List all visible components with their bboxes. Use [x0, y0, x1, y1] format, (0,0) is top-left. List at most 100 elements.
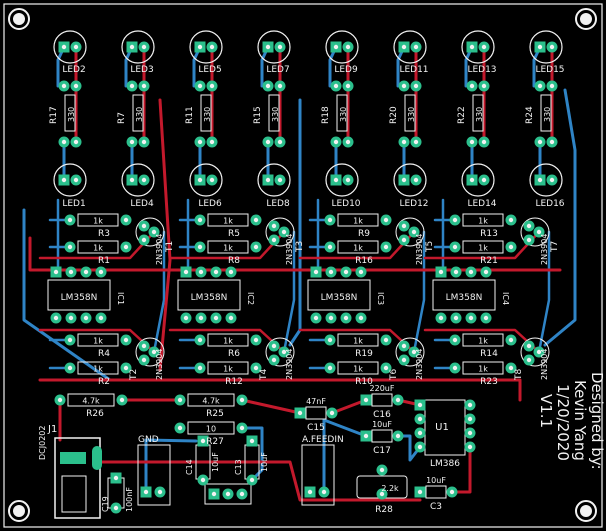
lm386-pad: [414, 413, 426, 425]
resistor-column-label: R15: [253, 106, 263, 124]
transistor-pad: [533, 226, 545, 238]
led-pad: [274, 174, 286, 186]
resistor-column-label: R7: [117, 112, 127, 124]
resistor-pad: [120, 241, 132, 253]
resistor-outline: [404, 94, 416, 132]
board-outline: [3, 3, 603, 528]
led-pad: [478, 174, 490, 186]
led-top-label: LED15: [535, 65, 564, 75]
led-pad: [410, 174, 422, 186]
transistor-ref: T7: [550, 241, 560, 253]
opamp-ref: IC4: [501, 292, 510, 305]
opamp-ref: IC2: [246, 292, 255, 305]
led-pad: [70, 41, 82, 53]
led-pad: [126, 41, 138, 53]
c15-pad: [294, 407, 306, 419]
u1-pad: [222, 488, 234, 500]
resistor-column-label: R18: [321, 106, 331, 124]
resistor-pad: [126, 80, 138, 92]
led-pad: [70, 174, 82, 186]
c15-outline: [305, 406, 327, 420]
resistor-value: 1k: [93, 365, 103, 374]
resistor-pad: [546, 80, 558, 92]
led-pad: [410, 41, 422, 53]
opamp-pad: [310, 266, 322, 278]
resistor-outline: [462, 240, 504, 254]
resistor-pad: [380, 362, 392, 374]
opamp-part: LM358N: [446, 293, 483, 303]
resistor-outline: [200, 94, 212, 132]
resistor-value: 1k: [478, 365, 488, 374]
resistor-ref: R21: [480, 256, 498, 266]
resistor-outline: [337, 240, 379, 254]
opamp-pad: [310, 312, 322, 324]
resistor-outline: [268, 94, 280, 132]
led-pad: [274, 41, 286, 53]
designer-line-4: V1.1: [537, 394, 555, 428]
opamp-outline: [177, 279, 241, 311]
u1-outline: [204, 483, 252, 505]
opamp-outline: [307, 279, 371, 311]
transistor-part: 2N3904: [540, 234, 549, 265]
opamp-pad: [65, 312, 77, 324]
resistor-pad: [70, 136, 82, 148]
c14-pad: [197, 435, 209, 447]
r25-ref: R25: [206, 409, 224, 419]
opamp-pad: [435, 266, 447, 278]
resistor-column-value: 330: [543, 107, 552, 122]
led-top-label: LED11: [399, 65, 428, 75]
resistor-outline: [77, 240, 119, 254]
resistor-pad: [138, 80, 150, 92]
resistor-pad: [505, 241, 517, 253]
resistor-pad: [449, 241, 461, 253]
c3-pad: [446, 486, 458, 498]
u1-pad: [208, 488, 220, 500]
opamp-part: LM358N: [321, 293, 358, 303]
led-bottom-label: LED8: [266, 199, 290, 209]
resistor-pad: [250, 334, 262, 346]
c14-pad: [197, 474, 209, 486]
led-pad: [206, 174, 218, 186]
resistor-pad: [398, 136, 410, 148]
led-outline: [325, 163, 359, 197]
j1-outline: [54, 437, 101, 519]
feedin-pad: [318, 486, 330, 498]
resistor-pad: [58, 80, 70, 92]
transistor-pad: [148, 226, 160, 238]
led-bottom-label: LED16: [535, 199, 564, 209]
opamp-pad: [355, 266, 367, 278]
gnd-connector-outline: [137, 444, 171, 506]
lower-trace: [240, 398, 302, 415]
resistor-column-label: R20: [389, 106, 399, 124]
opamp-pad: [225, 312, 237, 324]
resistor-outline: [77, 361, 119, 375]
resistor-ref: R2: [98, 377, 110, 387]
lm386-pad: [464, 427, 476, 439]
resistor-column-label: R11: [185, 106, 195, 124]
led-pad: [330, 174, 342, 186]
lower-trace: [450, 445, 472, 494]
r25-pad: [236, 394, 248, 406]
resistor-ref: R4: [98, 349, 110, 359]
c3-outline: [425, 485, 447, 499]
feedin-pad: [304, 486, 316, 498]
opamp-pad: [480, 266, 492, 278]
j1-ref: J1: [47, 424, 57, 435]
j1-body: [61, 475, 87, 513]
led-pad: [126, 174, 138, 186]
opamp-pad: [180, 312, 192, 324]
opamp-pad: [95, 266, 107, 278]
led-outline: [393, 163, 427, 197]
resistor-pad: [324, 334, 336, 346]
transistor-pad: [398, 354, 410, 366]
transistor-part: 2N3904: [285, 234, 294, 265]
led-pad: [262, 41, 274, 53]
transistor-pad: [278, 346, 290, 358]
transistor-pad: [408, 226, 420, 238]
resistor-pad: [58, 136, 70, 148]
resistor-column-value: 330: [67, 107, 76, 122]
r28-ref: R28: [375, 505, 393, 515]
opamp-pad: [435, 312, 447, 324]
c3-pad: [414, 486, 426, 498]
